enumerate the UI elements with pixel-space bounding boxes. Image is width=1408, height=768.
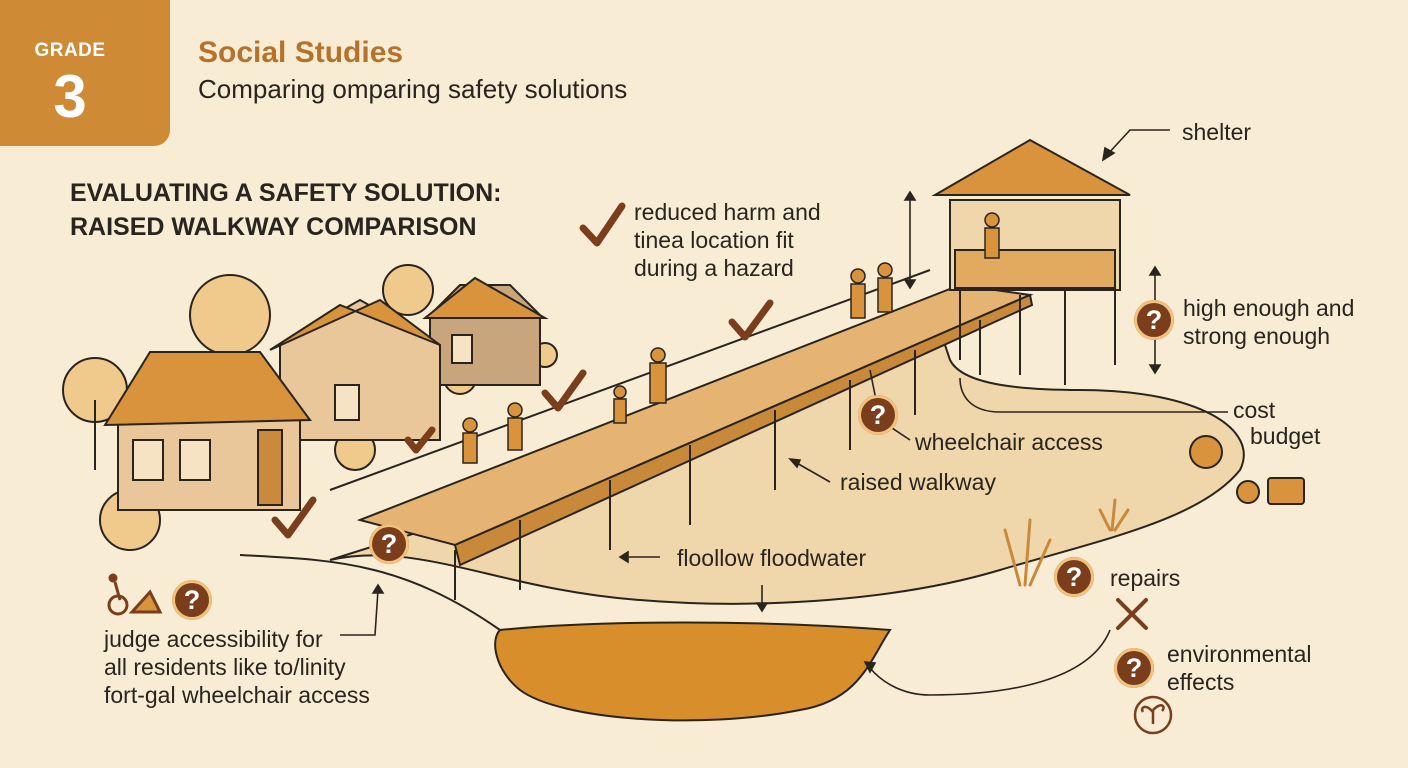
label-budget: budget bbox=[1250, 423, 1321, 449]
label-reduced-harm-line2: tinea location fit bbox=[634, 227, 794, 253]
label-judge-line3: fort-gal wheelchair access bbox=[104, 682, 370, 708]
label-high-strong-line2: strong enough bbox=[1183, 323, 1331, 349]
floodwater-area bbox=[494, 621, 892, 722]
label-judge-line1: judge accessibility for bbox=[104, 626, 323, 652]
label-environmental-effects: environmental effects bbox=[1167, 640, 1311, 696]
page-title-line2: RAISED WALKWAY COMPARISON bbox=[70, 213, 477, 241]
subject-subtitle: Comparing omparing safety solutions bbox=[198, 74, 628, 104]
label-high-strong: high enough and strong enough bbox=[1183, 294, 1354, 350]
tools-icon bbox=[1116, 598, 1148, 630]
houses bbox=[103, 276, 549, 511]
grade-number: 3 bbox=[53, 63, 87, 130]
shelter bbox=[931, 138, 1131, 385]
checkmark-icon bbox=[271, 202, 774, 539]
question-icon: ? bbox=[172, 580, 212, 620]
money-bag-icon bbox=[1189, 435, 1260, 504]
page-title-line1: EVALUATING A SAFETY SOLUTION: bbox=[70, 179, 502, 207]
grade-badge: GRADE 3 bbox=[0, 0, 170, 146]
question-icon: ? bbox=[858, 395, 898, 435]
question-icon: ? bbox=[369, 524, 409, 564]
label-shelter: shelter bbox=[1182, 119, 1252, 145]
label-reduced-harm-line1: reduced harm and bbox=[634, 199, 821, 225]
label-judge-line2: all residents like to/linity bbox=[104, 654, 346, 680]
question-icon: ? bbox=[1134, 300, 1174, 340]
label-floodwater: floollow floodwater bbox=[677, 545, 867, 571]
label-reduced-harm-line3: during a hazard bbox=[634, 255, 794, 281]
label-environmental-line1: environmental bbox=[1167, 641, 1312, 667]
label-judge-accessibility: judge accessibility for all residents li… bbox=[104, 625, 370, 709]
page-title: EVALUATING A SAFETY SOLUTION: RAISED WAL… bbox=[70, 176, 501, 244]
label-reduced-harm: reduced harm and tinea location fit duri… bbox=[634, 198, 821, 282]
label-raised-walkway: raised walkway bbox=[840, 469, 996, 495]
label-cost: cost bbox=[1233, 397, 1276, 423]
grade-label: GRADE bbox=[34, 40, 106, 61]
wallet-icon bbox=[1267, 477, 1305, 505]
question-icon: ? bbox=[1114, 648, 1154, 688]
label-high-strong-line1: high enough and bbox=[1183, 295, 1355, 321]
people bbox=[462, 212, 1000, 464]
label-repairs: repairs bbox=[1110, 565, 1181, 591]
question-icon: ? bbox=[1054, 557, 1094, 597]
label-wheelchair-access: wheelchair access bbox=[915, 429, 1103, 455]
plant-icon bbox=[1133, 695, 1173, 735]
label-environmental-line2: effects bbox=[1167, 669, 1235, 695]
subject-title: Social Studies bbox=[198, 36, 404, 69]
raised-walkway bbox=[329, 269, 1034, 600]
wheelchair-icon bbox=[107, 573, 163, 616]
ground-area bbox=[329, 298, 1245, 605]
grass bbox=[1003, 498, 1130, 587]
